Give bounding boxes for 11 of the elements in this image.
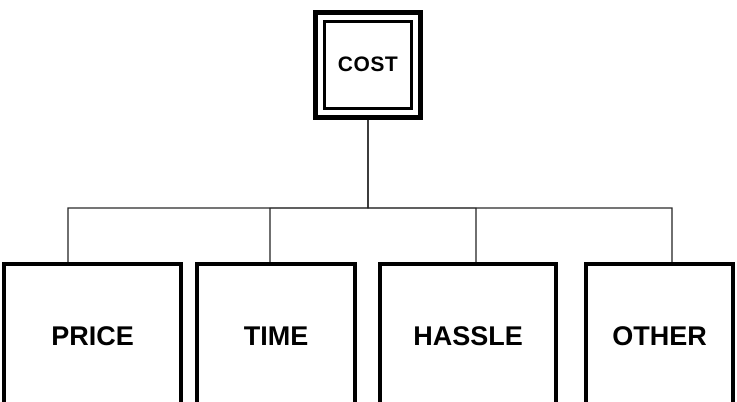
category-box [2, 262, 183, 402]
category-box [378, 262, 558, 402]
category-box [195, 262, 357, 402]
category-box [584, 262, 735, 402]
node-label: OTHER [612, 320, 707, 353]
node-label: COST [338, 52, 398, 78]
node-label: HASSLE [413, 320, 523, 353]
node-label: TIME [244, 320, 308, 353]
node-label: PRICE [51, 320, 134, 353]
connector-line [367, 120, 673, 262]
double-bordered-box [313, 10, 423, 120]
